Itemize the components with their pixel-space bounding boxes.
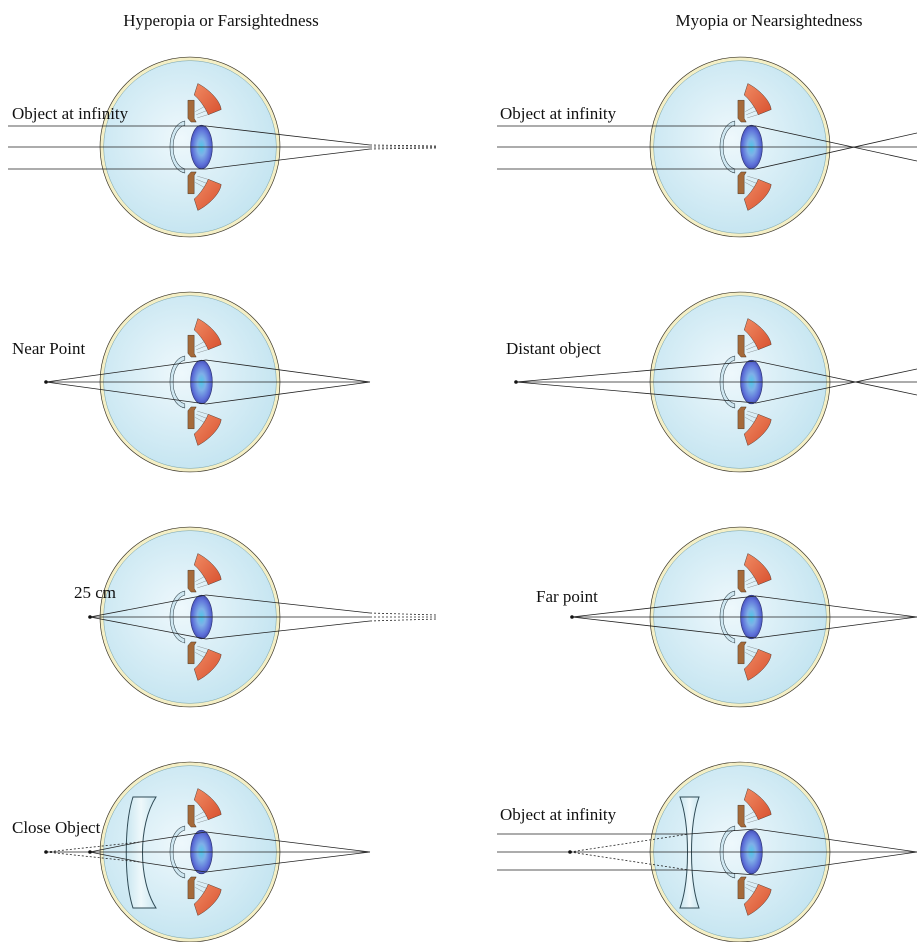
hyperopia-corrected-panel: Close Object <box>12 761 371 942</box>
object-point <box>44 850 48 854</box>
object-label: Near Point <box>12 339 85 358</box>
hyperopia-near-point-panel: Near Point <box>12 291 371 473</box>
image-point <box>88 850 92 854</box>
object-point <box>44 380 48 384</box>
object-label: Object at infinity <box>500 805 617 824</box>
hyperopia-infinity-panel: Object at infinity <box>8 56 437 238</box>
converging-lens <box>125 796 157 909</box>
left-column-title: Hyperopia or Farsightedness <box>123 11 318 30</box>
hyperopia-25cm-panel: 25 cm <box>74 526 437 708</box>
object-label: Distant object <box>506 339 601 358</box>
object-point <box>88 615 92 619</box>
object-label: Object at infinity <box>500 104 617 123</box>
right-column-title: Myopia or Nearsightedness <box>676 11 863 30</box>
object-label: 25 cm <box>74 583 116 602</box>
diverging-lens <box>679 796 700 909</box>
myopia-distant-panel: Distant object <box>506 291 917 473</box>
myopia-corrected-panel: Object at infinity <box>497 761 917 942</box>
object-label: Far point <box>536 587 598 606</box>
myopia-far-point-panel: Far point <box>536 526 917 708</box>
image-point <box>568 850 572 854</box>
object-label: Object at infinity <box>12 104 129 123</box>
object-point <box>570 615 574 619</box>
object-point <box>514 380 518 384</box>
light-rays <box>8 125 437 170</box>
myopia-infinity-panel: Object at infinity <box>497 56 917 238</box>
object-label: Close Object <box>12 818 101 837</box>
